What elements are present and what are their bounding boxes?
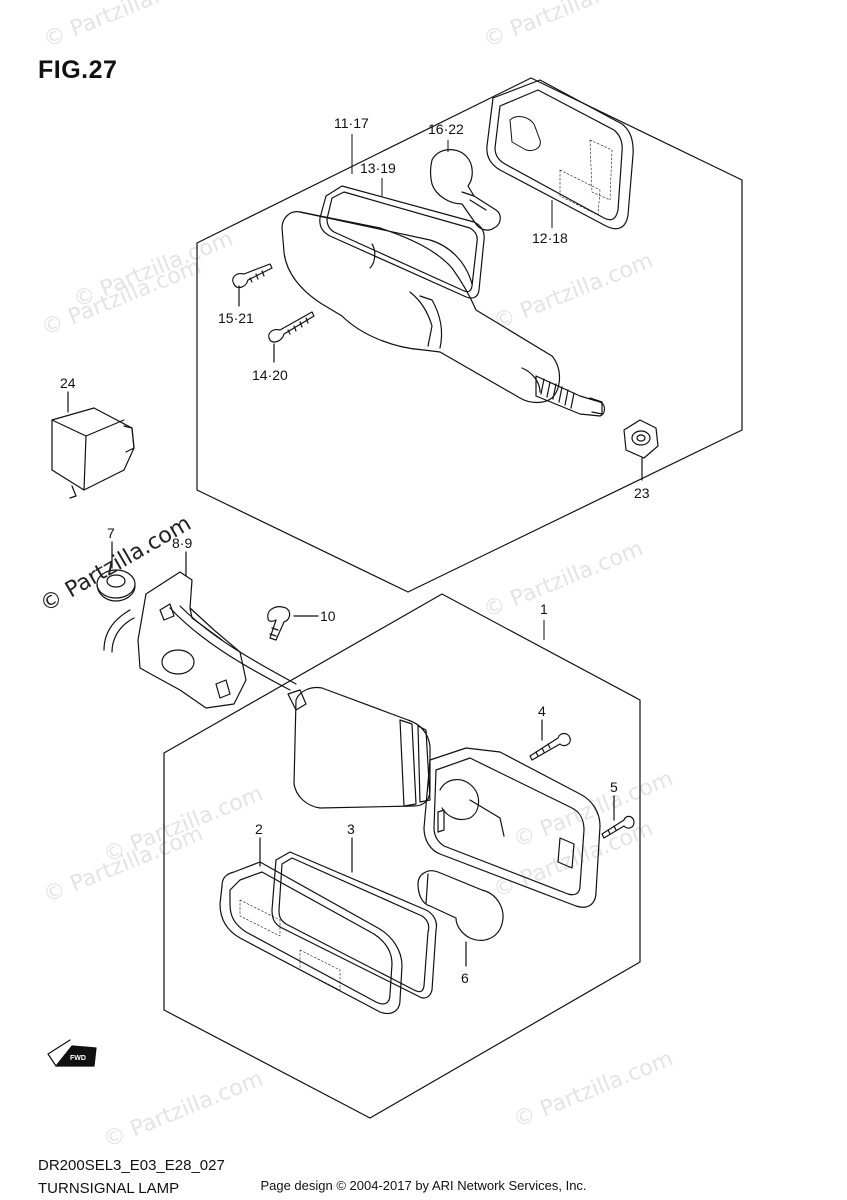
lower-gasket-part xyxy=(271,851,438,999)
callout-16-22: 16·22 xyxy=(428,121,464,137)
callout-24: 24 xyxy=(60,375,76,391)
callout-10: 10 xyxy=(320,608,336,624)
callout-3: 3 xyxy=(347,821,355,837)
callout-12-18: 12·18 xyxy=(532,230,568,246)
callout-5: 5 xyxy=(610,779,618,795)
callouts: 11·17 16·22 13·19 12·18 15·21 14·20 24 2… xyxy=(60,115,650,1062)
footer-copyright: Page design © 2004-2017 by ARI Network S… xyxy=(0,1178,847,1193)
callout-4: 4 xyxy=(538,703,546,719)
fwd-arrow-icon xyxy=(47,1039,97,1067)
callout-6: 6 xyxy=(461,970,469,986)
screw-4-part xyxy=(529,732,571,761)
lower-assembly-frame xyxy=(163,593,641,1119)
figure-title: FIG.27 xyxy=(38,56,118,84)
screw-14-20-part xyxy=(268,311,315,343)
nut-23-part xyxy=(623,419,659,459)
lower-lens-part xyxy=(219,861,403,1015)
upper-housing-part xyxy=(281,211,606,417)
callout-2: 2 xyxy=(255,821,263,837)
upper-assembly-frame xyxy=(196,77,743,593)
callout-11-17: 11·17 xyxy=(334,115,369,131)
fwd-label: FWD xyxy=(70,1055,86,1062)
upper-lens-part xyxy=(486,79,634,230)
figure-name: TURNSIGNAL LAMP xyxy=(38,1180,180,1197)
model-code: DR200SEL3_E03_E28_027 xyxy=(38,1157,225,1174)
screw-15-21-part xyxy=(232,263,273,289)
callout-14-20: 14·20 xyxy=(252,367,288,383)
callout-8-9: 8·9 xyxy=(172,535,192,551)
upper-gasket-part xyxy=(319,185,485,299)
callout-23: 23 xyxy=(634,485,650,501)
callout-1: 1 xyxy=(540,601,548,617)
lower-bulb-part xyxy=(417,870,504,941)
relay-24-part xyxy=(51,407,135,499)
screw-5-part xyxy=(601,815,635,839)
upper-bulb-part xyxy=(429,149,501,231)
screw-10-part xyxy=(267,606,291,641)
footer-text: Page design © 2004-2017 by ARI Network S… xyxy=(260,1178,587,1193)
lower-housing-part xyxy=(287,686,601,908)
callout-13-19: 13·19 xyxy=(360,160,396,176)
grommet-7-part xyxy=(96,569,136,602)
callout-15-21: 15·21 xyxy=(218,310,254,326)
callout-7: 7 xyxy=(107,525,115,541)
bracket-8-9-part xyxy=(103,571,247,709)
